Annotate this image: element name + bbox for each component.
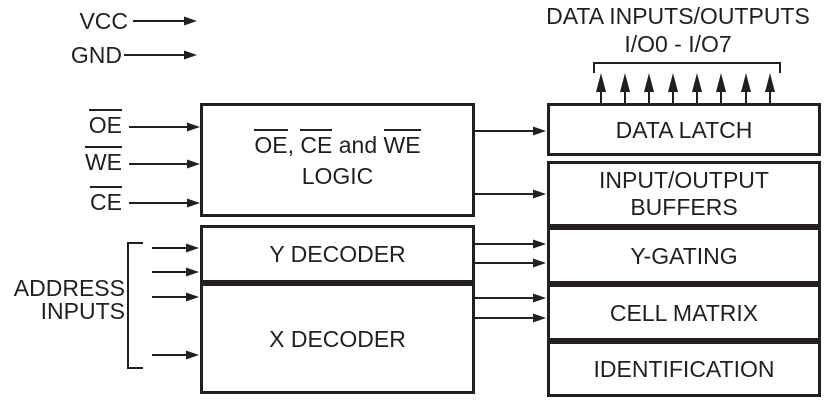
control-logic-line2: LOGIC <box>301 162 374 189</box>
address-bracket <box>127 242 143 369</box>
block-y-gating: Y-GATING <box>547 227 821 284</box>
address-arrow-2 <box>152 267 199 277</box>
gnd-arrow <box>124 50 197 60</box>
x-decoder-to-cell-matrix-arrow-1 <box>473 293 546 303</box>
address-arrow-4 <box>152 350 199 360</box>
x-decoder-to-cell-matrix-arrow-2 <box>473 313 546 323</box>
address-arrow-3 <box>152 292 199 302</box>
io-bracket <box>593 62 781 73</box>
address-arrow-1 <box>152 243 199 253</box>
address-inputs-label: ADDRESS INPUTS <box>13 275 125 324</box>
io-header-title: DATA INPUTS/OUTPUTS <box>546 3 810 29</box>
block-y-decoder: Y DECODER <box>200 225 475 283</box>
pin-label-vcc: VCC <box>79 8 128 34</box>
y-decoder-to-y-gating-arrow-2 <box>473 258 546 268</box>
pin-label-gnd: GND <box>70 42 122 68</box>
logic-to-data-latch-arrow <box>473 126 546 136</box>
block-cell-matrix: CELL MATRIX <box>547 284 821 341</box>
vcc-arrow <box>133 16 197 26</box>
oe-arrow <box>129 122 200 132</box>
pin-label-oe: OE <box>88 109 122 139</box>
block-io-buffers: INPUT/OUTPUT BUFFERS <box>547 161 821 227</box>
we-arrow <box>129 159 200 169</box>
logic-to-io-buffers-arrow <box>473 189 546 199</box>
block-control-logic: OE, CE and WE LOGIC <box>200 103 475 217</box>
io-header-range: I/O0 - I/O7 <box>624 31 732 57</box>
block-x-decoder: X DECODER <box>200 283 475 394</box>
ce-arrow <box>129 198 200 208</box>
y-decoder-to-y-gating-arrow-1 <box>473 239 546 249</box>
io-header: DATA INPUTS/OUTPUTS I/O0 - I/O7 <box>528 2 828 58</box>
control-logic-line1: OE, CE and WE <box>254 128 421 161</box>
pin-label-ce: CE <box>90 186 122 216</box>
pin-label-we: WE <box>84 146 122 176</box>
block-identification: IDENTIFICATION <box>547 341 821 397</box>
block-data-latch: DATA LATCH <box>547 103 821 156</box>
io-up-arrows <box>596 73 775 104</box>
